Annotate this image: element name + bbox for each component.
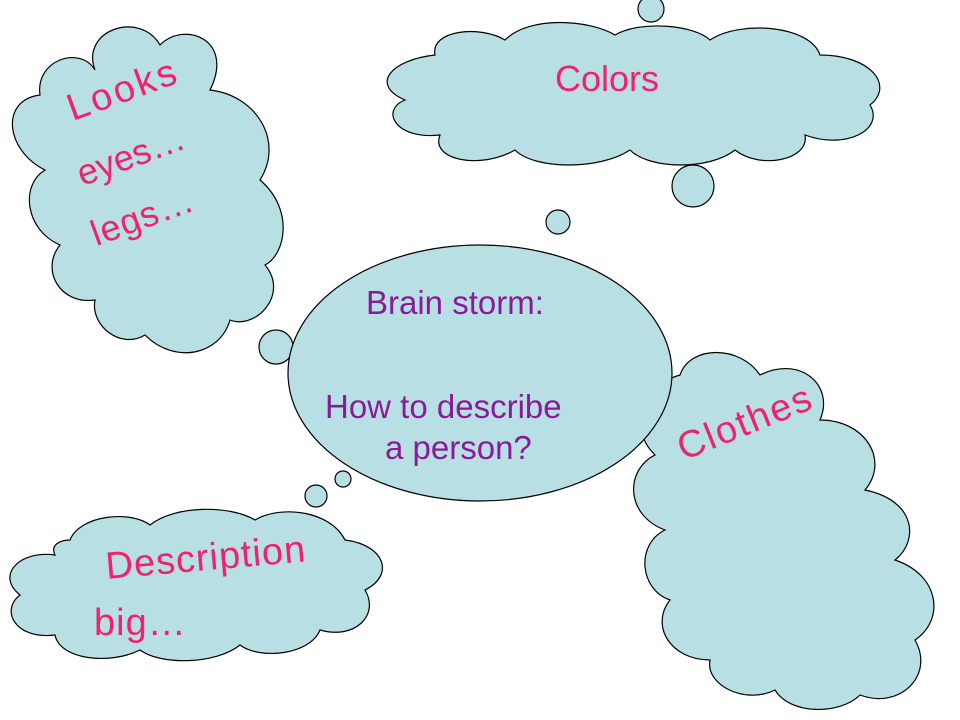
center-question-line1: How to describe (325, 388, 562, 425)
center-ellipse (287, 244, 673, 502)
thought-bubble (258, 329, 294, 365)
thought-bubble (637, 0, 665, 23)
colors-label: Colors (555, 58, 660, 99)
thought-bubble (545, 209, 571, 235)
cloud-description (9, 508, 383, 662)
center-question-line2: a person? (385, 429, 532, 466)
cloud-looks (11, 26, 284, 354)
center-title: Brain storm: (366, 284, 544, 321)
thought-bubble (304, 484, 328, 508)
thought-bubble (334, 470, 352, 488)
thought-bubble (671, 164, 715, 208)
cloud-clothes (633, 352, 935, 711)
cloud-colors (386, 21, 881, 166)
description-big-label: big… (94, 602, 187, 644)
